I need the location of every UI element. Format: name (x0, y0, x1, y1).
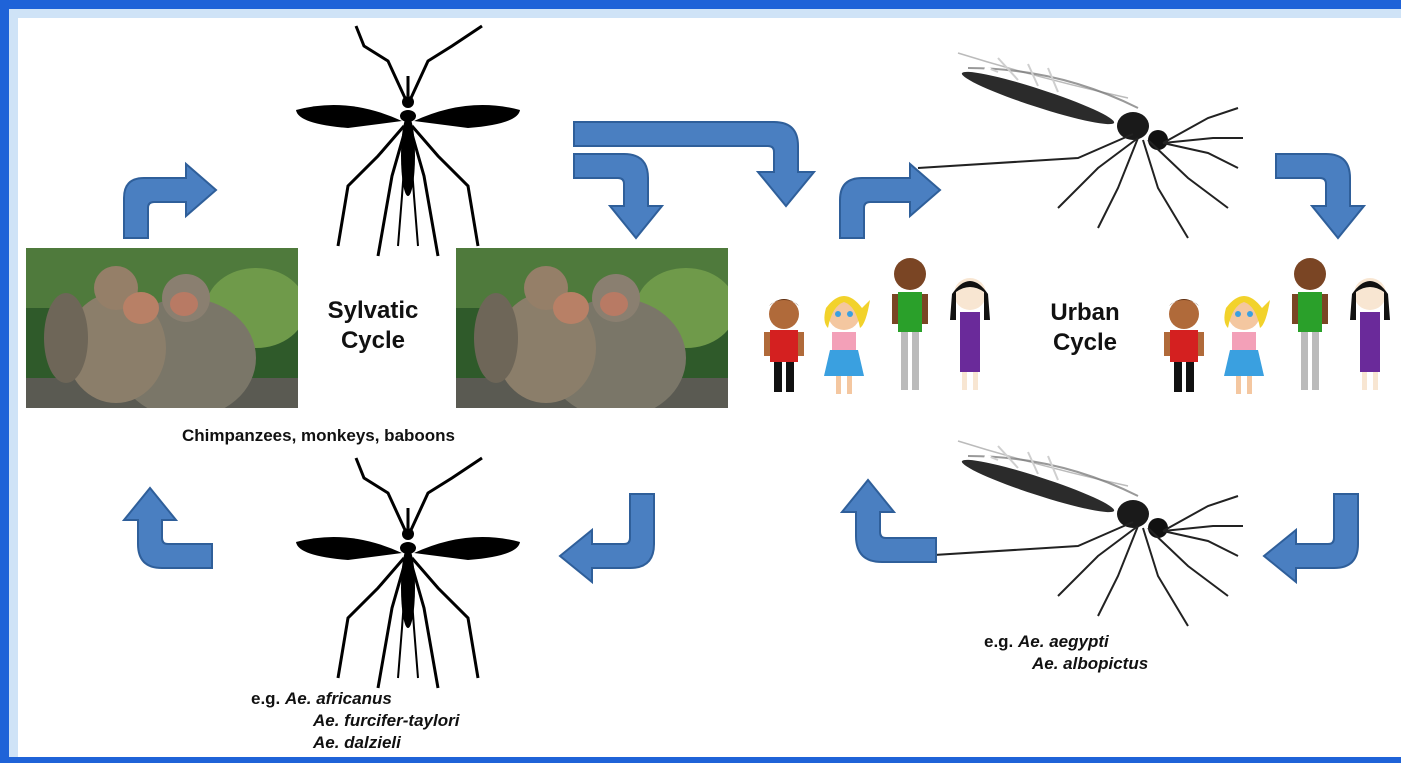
sylvatic-vector-3: Ae. dalzieli (251, 732, 459, 754)
mosquito-photo-icon (978, 38, 1268, 238)
sylvatic-vector-2: Ae. furcifer-taylori (251, 710, 459, 732)
mosquito-silhouette-icon (278, 450, 538, 690)
curved-arrow-icon (1276, 154, 1376, 244)
sylvatic-hosts-caption: Chimpanzees, monkeys, baboons (182, 426, 455, 446)
child-figure-icon (764, 284, 1004, 394)
urban-vectors: e.g. Ae. aegypti Ae. albopictus (984, 631, 1148, 675)
sylvatic-cycle-title: Sylvatic Cycle (308, 296, 438, 356)
urban-title-line2: Cycle (1030, 328, 1140, 358)
curved-arrow-icon (840, 478, 944, 568)
curved-arrow-icon (1262, 494, 1366, 584)
sylvatic-vectors: e.g. Ae. africanus Ae. furcifer-taylori … (251, 688, 459, 754)
curved-arrow-icon (122, 486, 222, 576)
urban-title-line1: Urban (1030, 298, 1140, 328)
sylvatic-title-line2: Cycle (308, 326, 438, 356)
urban-vector-2: Ae. albopictus (984, 653, 1148, 675)
mosquito-silhouette-icon (278, 18, 538, 258)
sylvatic-vector-1: Ae. africanus (285, 689, 392, 708)
curved-arrow-icon (558, 494, 658, 584)
urban-vector-1: Ae. aegypti (1018, 632, 1109, 651)
mosquito-photo-icon (978, 458, 1268, 658)
child-figure-icon (1164, 284, 1401, 394)
sylvatic-vectors-prefix: e.g. (251, 689, 280, 708)
urban-cycle-title: Urban Cycle (1030, 298, 1140, 358)
curved-arrow-icon (840, 156, 950, 246)
curved-arrow-icon (124, 158, 224, 248)
urban-vectors-prefix: e.g. (984, 632, 1013, 651)
sylvatic-title-line1: Sylvatic (308, 296, 438, 326)
monkey-photo (26, 248, 298, 408)
curved-arrow-icon (574, 122, 824, 212)
monkey-photo (456, 248, 728, 408)
diagram-canvas: Sylvatic Cycle Chimpanzees, monkeys, bab… (18, 18, 1401, 757)
